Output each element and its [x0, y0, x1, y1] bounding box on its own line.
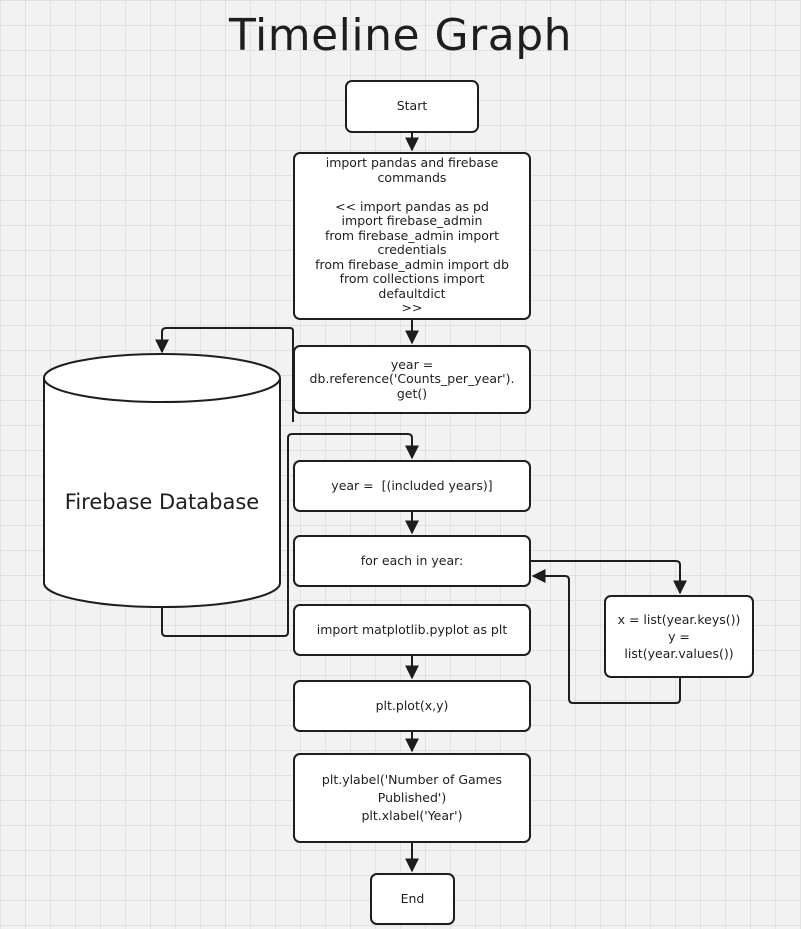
year-list-node[interactable]: year = [(included years)]	[293, 460, 531, 512]
xy-assignment-node[interactable]: x = list(year.keys()) y = list(year.valu…	[604, 595, 754, 678]
diagram-title: Timeline Graph	[228, 10, 573, 61]
arrow-xy-to-loop	[531, 569, 681, 704]
arrow-database-to-year-list	[161, 433, 419, 637]
year-reference-node[interactable]: year = db.reference('Counts_per_year').g…	[293, 345, 531, 414]
firebase-database-cylinder[interactable]	[43, 353, 281, 608]
axis-labels-node[interactable]: plt.ylabel('Number of Games Published') …	[293, 753, 531, 843]
firebase-database-label: Firebase Database	[64, 490, 260, 514]
arrow-loop-to-xy	[531, 560, 687, 595]
imports-node[interactable]: import pandas and firebase commands << i…	[293, 152, 531, 320]
import-matplotlib-node[interactable]: import matplotlib.pyplot as plt	[293, 604, 531, 656]
end-node[interactable]: End	[370, 873, 455, 925]
arrow-year-ref-to-database	[155, 327, 294, 422]
for-loop-node[interactable]: for each in year:	[293, 535, 531, 587]
start-node[interactable]: Start	[345, 80, 479, 133]
plot-node[interactable]: plt.plot(x,y)	[293, 680, 531, 732]
